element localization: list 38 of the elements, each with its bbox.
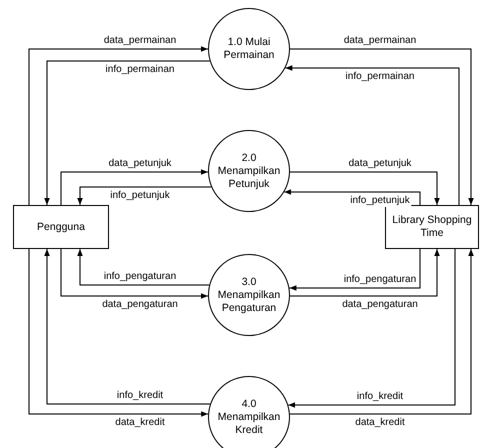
entity-box	[13, 205, 109, 249]
edge-label: data_petunjuk	[348, 158, 412, 170]
edge-label: data_petunjuk	[108, 158, 172, 170]
process-label: 1.0 Mulai Permainan	[224, 36, 274, 62]
arrow	[28, 248, 209, 417]
edge-label: info_permainan	[104, 64, 176, 76]
arrow	[77, 248, 210, 286]
edge-label: data_pengaturan	[341, 299, 419, 311]
edge-label: data_pengaturan	[101, 299, 179, 311]
edge-label: info_petunjuk	[349, 195, 411, 207]
edge-label: data_permainan	[342, 35, 418, 47]
arrow	[77, 186, 212, 206]
process-label: 2.0 Menampilkan Petunjuk	[218, 152, 280, 190]
edge-label: info_permainan	[344, 71, 416, 83]
arrow	[28, 46, 208, 206]
edge-label: info_petunjuk	[109, 190, 171, 202]
arrow	[290, 172, 440, 206]
arrow	[284, 189, 420, 206]
edge-label: data_kredit	[354, 417, 406, 429]
edge-label: info_kredit	[116, 390, 164, 402]
entity-label: Library Shopping Time	[391, 214, 473, 240]
arrow	[44, 248, 211, 404]
process-label: 4.0 Menampilkan Kredit	[218, 398, 280, 436]
edge-label: data_permainan	[102, 35, 178, 47]
entity-label: Pengguna	[36, 220, 86, 234]
arrow	[284, 65, 460, 206]
arrow	[290, 248, 440, 296]
process-label: 3.0 Menampilkan Pengaturan	[218, 276, 280, 314]
arrow	[288, 248, 420, 291]
arrow	[60, 248, 208, 299]
edge-label: info_pengaturan	[102, 271, 178, 283]
arrow	[60, 169, 208, 206]
edge-label: data_kredit	[114, 417, 166, 429]
arrow	[290, 48, 474, 206]
edge-label: info_pengaturan	[342, 274, 418, 286]
entity-box	[385, 205, 479, 249]
arrow	[44, 60, 210, 206]
edge-label: info_kredit	[356, 391, 404, 403]
